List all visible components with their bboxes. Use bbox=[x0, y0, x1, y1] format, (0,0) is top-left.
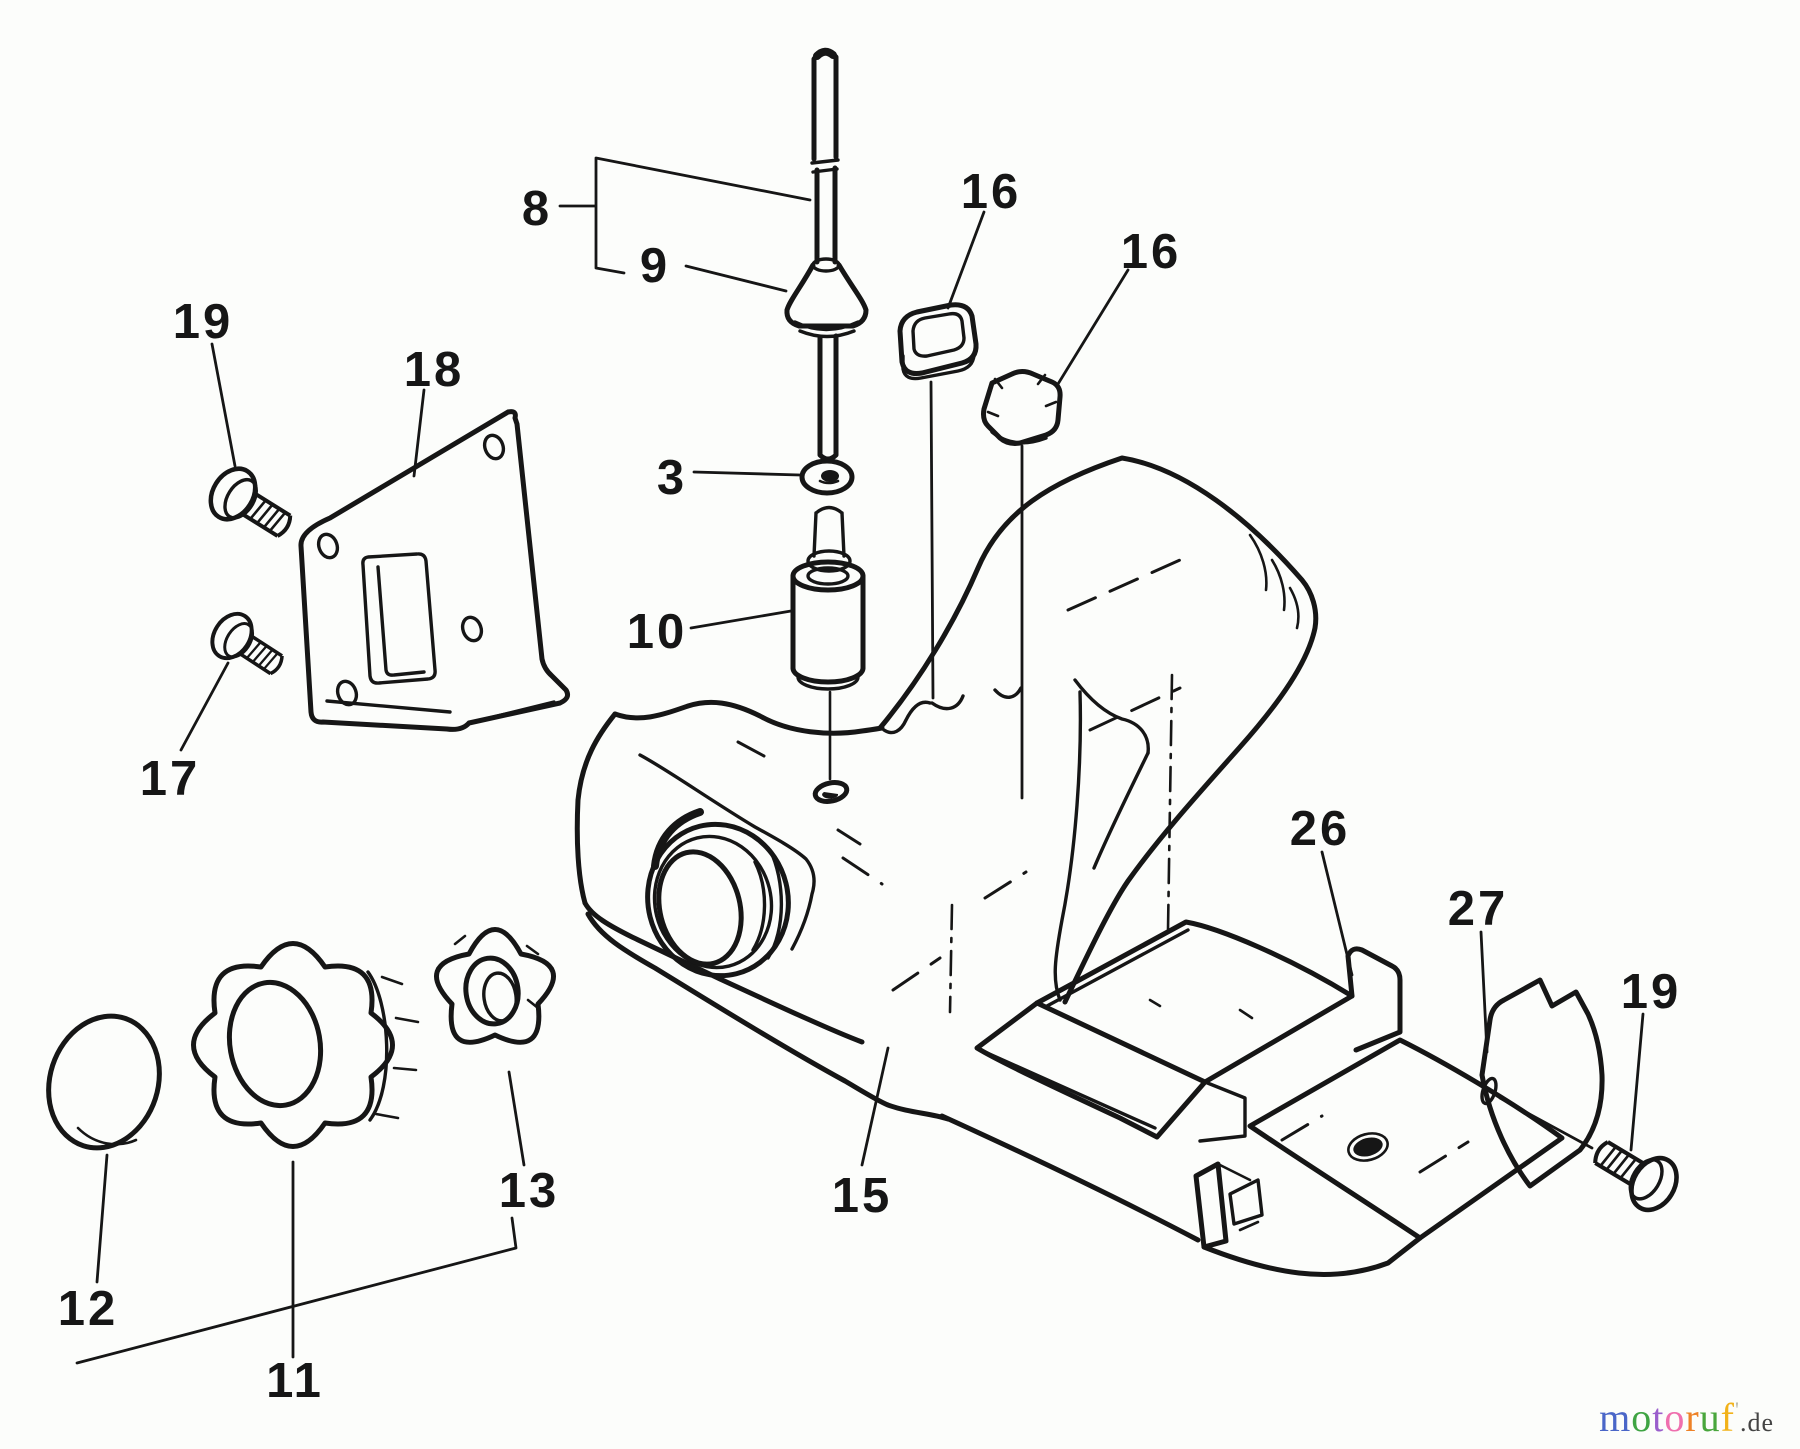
part-label-27: 27 bbox=[1448, 882, 1509, 936]
part-label-18: 18 bbox=[404, 343, 465, 397]
mount-bracket-plate-group bbox=[298, 409, 570, 732]
muffler-bracket-group bbox=[1193, 977, 1605, 1277]
part-label-17: 17 bbox=[140, 752, 201, 806]
leader-lines bbox=[75, 156, 1645, 1365]
logo-accent: ' bbox=[1734, 1397, 1740, 1422]
part-label-15: 15 bbox=[832, 1169, 893, 1223]
bolt-19-left bbox=[202, 461, 301, 551]
part-label-11: 11 bbox=[266, 1354, 324, 1408]
logo-letter: u bbox=[1699, 1395, 1721, 1440]
part-labels: 8 9 3 10 16 16 19 18 17 15 12 11 13 26 2… bbox=[58, 165, 1682, 1408]
part-label-10: 10 bbox=[627, 605, 688, 659]
throttle-rod-group bbox=[784, 47, 869, 462]
fuel-tank-housing-group bbox=[574, 455, 1319, 1243]
logo-letter: f bbox=[1720, 1395, 1735, 1440]
part-label-16b: 16 bbox=[1121, 225, 1182, 279]
part-label-16a: 16 bbox=[961, 165, 1022, 219]
hex-grommet-cap-group bbox=[981, 369, 1063, 446]
filler-neck-group bbox=[645, 808, 791, 979]
heat-shield-group bbox=[974, 919, 1403, 1143]
logo-letter: o bbox=[1631, 1395, 1653, 1440]
part-label-19-top-left: 19 bbox=[173, 295, 234, 349]
cap-retainer-group bbox=[434, 927, 556, 1045]
logo-letter: t bbox=[1652, 1395, 1665, 1440]
square-grommet-cap-group bbox=[897, 302, 979, 381]
logo-letter: r bbox=[1685, 1395, 1700, 1440]
bolt-17 bbox=[202, 604, 294, 689]
bolt-19-right bbox=[1584, 1127, 1685, 1218]
part-label-12: 12 bbox=[58, 1282, 119, 1336]
fuel-cap-group bbox=[191, 941, 420, 1149]
washer-group bbox=[799, 458, 855, 496]
part-label-3: 3 bbox=[657, 451, 687, 505]
logo-letter: o bbox=[1664, 1395, 1686, 1440]
part-label-9: 9 bbox=[640, 239, 670, 293]
motoruf-logo: motoruf'.de bbox=[1599, 1390, 1774, 1443]
logo-tld: .de bbox=[1739, 1408, 1774, 1437]
logo-letter: m bbox=[1599, 1395, 1632, 1440]
part-label-26: 26 bbox=[1290, 802, 1351, 856]
fuel-filter-group bbox=[790, 505, 866, 781]
part-label-19-right: 19 bbox=[1621, 965, 1682, 1019]
part-label-8: 8 bbox=[522, 182, 552, 236]
cap-gasket-group bbox=[46, 1013, 162, 1151]
part-label-13: 13 bbox=[499, 1164, 560, 1218]
